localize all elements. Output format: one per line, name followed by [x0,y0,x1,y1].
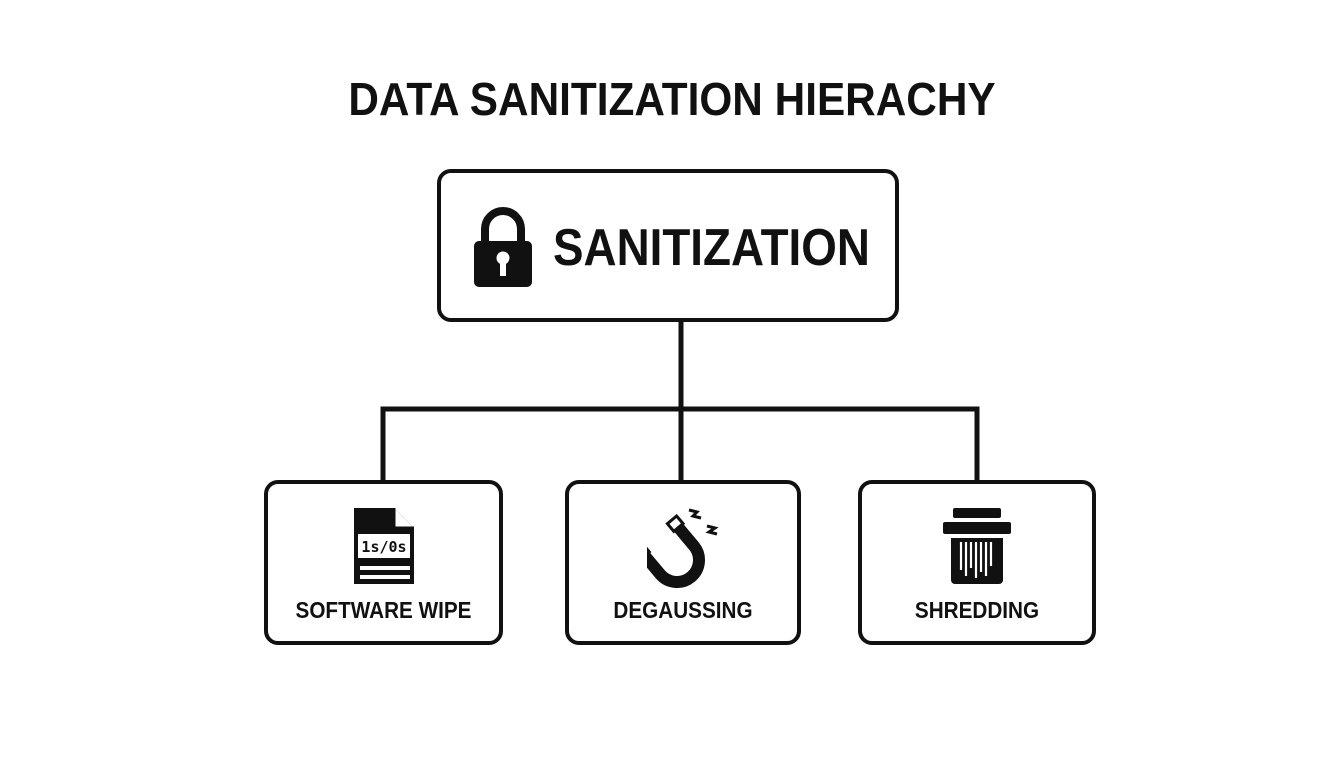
magnet-icon [647,508,719,588]
padlock-icon [474,207,532,287]
binary-file-label: 1s/0s [361,538,406,556]
software-wipe-label: SOFTWARE WIPE [295,597,472,623]
sanitization-node: SANITIZATION [437,169,899,322]
degaussing-label: DEGAUSSING [613,597,753,623]
degaussing-node: DEGAUSSING [565,480,801,645]
sanitization-label: SANITIZATION [553,219,870,277]
software-wipe-node: 1s/0s SOFTWARE WIPE [264,480,503,645]
shredding-node: SHREDDING [858,480,1096,645]
shredder-icon [943,508,1011,584]
shredding-label: SHREDDING [914,597,1040,623]
diagram-title: DATA SANITIZATION HIERACHY [348,73,996,125]
binary-file-icon: 1s/0s [353,508,414,584]
